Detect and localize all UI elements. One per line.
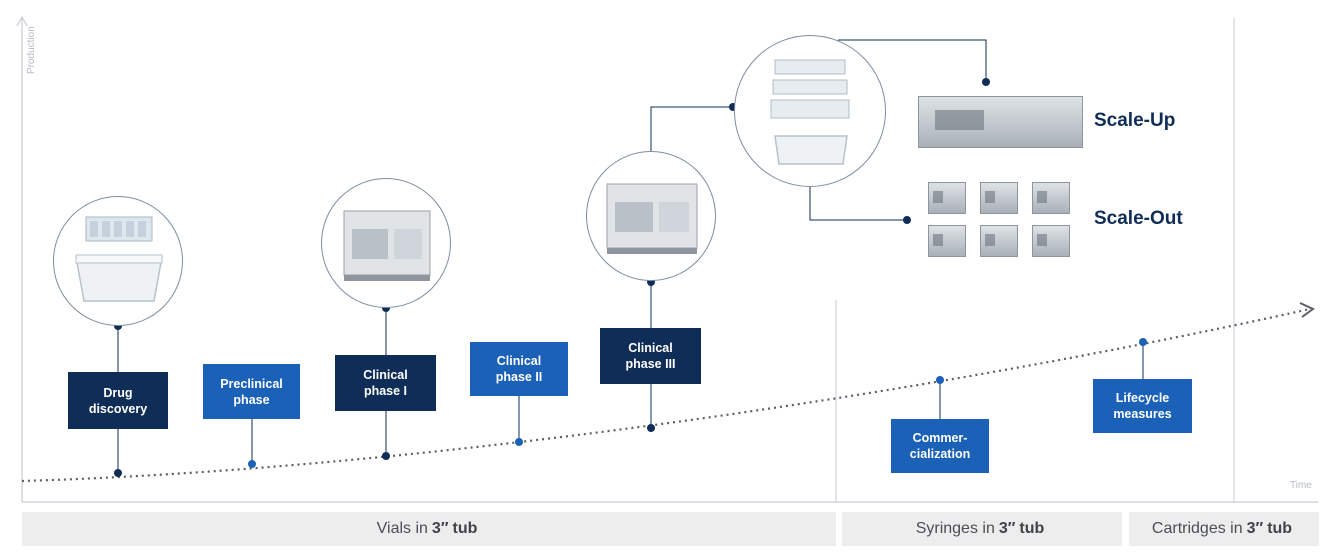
connector-dot — [382, 452, 390, 460]
x-axis-label: Time — [1290, 480, 1312, 491]
band-suffix: tub — [1267, 520, 1293, 537]
connector-line — [809, 186, 907, 221]
stage-drug-discovery: Drug discovery — [68, 372, 168, 429]
tub-icon — [75, 216, 163, 302]
connector-dot — [903, 216, 911, 224]
isolator-icon — [1032, 225, 1070, 257]
stage-clinical-phase-2: Clinical phase II — [470, 342, 568, 396]
band-suffix: tub — [1019, 520, 1045, 537]
stage-clinical-phase-3: Clinical phase III — [600, 328, 701, 384]
connector-dot — [114, 469, 122, 477]
band-size: 3″ — [998, 520, 1016, 537]
band-vials: Vials in 3″ tub — [22, 512, 836, 546]
connector-dot — [248, 460, 256, 468]
isolator-icon — [980, 182, 1018, 214]
band-suffix: tub — [452, 520, 478, 537]
band-prefix: Vials in — [376, 520, 428, 537]
machine-line-icon — [918, 96, 1083, 148]
band-cartridges: Cartridges in 3″ tub — [1129, 512, 1319, 546]
isolator-icon — [980, 225, 1018, 257]
isolator-circle-1 — [321, 178, 451, 308]
stage-preclinical: Preclinical phase — [203, 364, 300, 419]
tub-icon — [770, 59, 850, 165]
connector-dot — [982, 78, 990, 86]
y-axis-arrow — [16, 15, 28, 27]
y-axis-label: Production — [26, 26, 37, 74]
isolator-icon — [928, 225, 966, 257]
trend-arrowhead — [1299, 302, 1315, 318]
connector-line — [838, 39, 987, 82]
isolator-icon — [1032, 182, 1070, 214]
isolator-circle-2 — [586, 151, 716, 281]
tub-circle — [53, 196, 183, 326]
band-size: 3″ — [1246, 520, 1264, 537]
band-prefix: Cartridges in — [1151, 520, 1243, 537]
stage-clinical-phase-1: Clinical phase I — [335, 355, 436, 411]
tub-circle-large — [734, 35, 886, 187]
scale-out-label: Scale-Out — [1094, 208, 1183, 229]
scale-up-label: Scale-Up — [1094, 110, 1176, 131]
band-syringes: Syringes in 3″ tub — [842, 512, 1122, 546]
isolator-icon — [343, 210, 431, 281]
isolator-icon — [928, 182, 966, 214]
isolator-icon — [606, 183, 698, 254]
stage-lifecycle: Lifecycle measures — [1093, 379, 1192, 433]
band-prefix: Syringes in — [915, 520, 995, 537]
band-size: 3″ — [431, 520, 449, 537]
connector-dot — [515, 438, 523, 446]
connector-dot — [936, 376, 944, 384]
stage-commercialization: Commer- cialization — [891, 419, 989, 473]
connector-dot — [1139, 338, 1147, 346]
connector-dot — [647, 424, 655, 432]
